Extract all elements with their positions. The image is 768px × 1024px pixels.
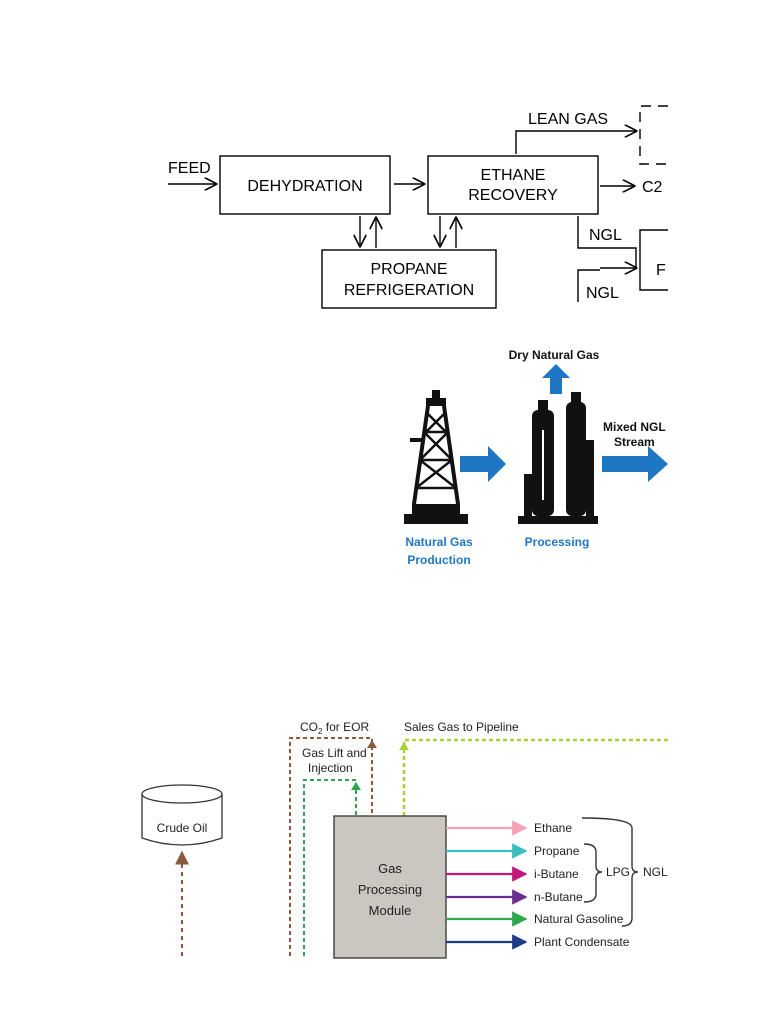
production-label-2: Production <box>407 553 470 567</box>
ngl-arrow-2 <box>577 269 600 302</box>
propane-refrigeration-label-2: REFRIGERATION <box>344 282 474 299</box>
dry-gas-label: Dry Natural Gas <box>509 348 600 362</box>
lean-gas-arrow <box>515 131 636 154</box>
lpg-label: LPG <box>606 865 630 879</box>
module-label-1: Gas <box>378 861 402 876</box>
propane-refrigeration-box <box>321 249 497 309</box>
product-i-butane-label: i-Butane <box>534 867 579 881</box>
ethane-recovery-label-2: RECOVERY <box>468 187 558 204</box>
gas-lift-arrow-head <box>351 782 361 790</box>
lpg-brace <box>583 843 603 903</box>
drilling-rig-icon <box>404 390 468 524</box>
product-n-butane-label: n-Butane <box>534 890 583 904</box>
crude-oil-tank <box>141 784 223 846</box>
sales-gas-line <box>402 738 668 816</box>
mixed-ngl-arrow <box>602 446 668 482</box>
dehydration-label: DEHYDRATION <box>247 178 362 195</box>
sales-gas-arrow-head <box>399 742 409 750</box>
ethane-recovery-box <box>427 155 599 215</box>
production-label-1: Natural Gas <box>405 535 473 549</box>
product-plant-condensate-label: Plant Condensate <box>534 935 630 949</box>
production-to-processing-arrow <box>460 446 506 482</box>
c2-label: C2 <box>642 179 663 196</box>
ngl-group-label: NGL <box>643 865 668 879</box>
propane-refrigeration-label-1: PROPANE <box>370 261 447 278</box>
dry-gas-up-arrow <box>542 364 570 394</box>
dashed-destination-box <box>639 105 668 165</box>
gas-lift-label-2: Injection <box>308 761 353 775</box>
product-propane-label: Propane <box>534 844 580 858</box>
co2-label: CO2 for EOR <box>300 720 369 736</box>
dehydration-box <box>219 155 391 215</box>
feed-label: FEED <box>168 160 211 177</box>
ngl-arrow-1 <box>577 216 637 268</box>
sales-gas-label: Sales Gas to Pipeline <box>404 720 519 734</box>
lean-gas-label: LEAN GAS <box>528 111 608 128</box>
gas-lift-line <box>303 779 357 956</box>
fractionator-box <box>639 229 668 291</box>
ngl-label-1: NGL <box>589 227 622 244</box>
crude-oil-label: Crude Oil <box>157 821 208 835</box>
ngl-label-2: NGL <box>586 285 619 302</box>
bottom-process-diagram <box>141 737 668 959</box>
module-label-2: Processing <box>358 882 422 897</box>
processing-label: Processing <box>525 535 590 549</box>
middle-process-diagram <box>404 364 668 524</box>
co2-arrow-head <box>367 740 377 748</box>
ngl-brace <box>581 817 639 927</box>
top-process-diagram <box>168 105 668 309</box>
mixed-ngl-label-1: Mixed NGL <box>603 420 666 434</box>
co2-eor-line <box>289 737 373 956</box>
mixed-ngl-label-2: Stream <box>614 435 655 449</box>
ethane-recovery-label-1: ETHANE <box>481 167 546 184</box>
module-label-3: Module <box>369 903 412 918</box>
product-natural-gasoline-label: Natural Gasoline <box>534 912 624 926</box>
gas-processing-module <box>333 815 447 959</box>
gas-lift-label-1: Gas Lift and <box>302 746 367 760</box>
product-ethane-label: Ethane <box>534 821 572 835</box>
processing-plant-icon <box>518 392 598 524</box>
fractionator-label: F <box>656 262 666 279</box>
